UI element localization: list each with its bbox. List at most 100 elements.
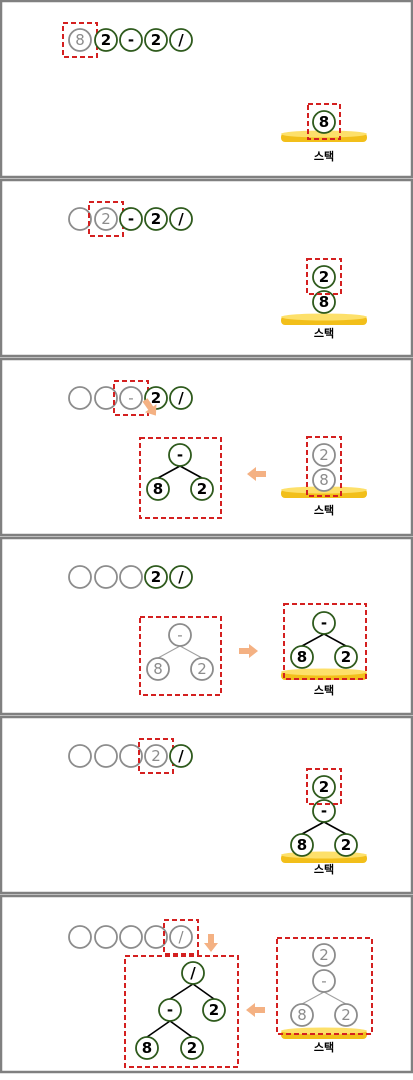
node-label: 8	[75, 31, 85, 49]
tree-root-node: -	[168, 623, 192, 647]
node-label: 2	[101, 31, 111, 49]
stack-push-box	[283, 603, 367, 680]
stack-base	[281, 668, 367, 680]
panel-frame	[0, 715, 413, 895]
node-circle	[68, 565, 92, 589]
node-circle	[169, 207, 193, 231]
node-circle	[119, 386, 143, 410]
stack-base-top	[281, 313, 367, 321]
arrow-left-icon	[247, 467, 266, 481]
token-2	[94, 386, 118, 410]
arrow-right-icon	[239, 644, 258, 658]
tree-edge	[323, 633, 347, 647]
node-circle	[312, 290, 336, 314]
node-circle	[312, 443, 336, 467]
stack-base-top	[281, 130, 367, 138]
node-circle	[68, 925, 92, 949]
panel-frame	[0, 536, 413, 716]
stack-base	[281, 130, 367, 142]
token-5: /	[169, 565, 193, 589]
node-circle	[146, 477, 170, 501]
token-3: -	[119, 207, 143, 231]
node-label: -	[177, 626, 182, 644]
token-1	[68, 207, 92, 231]
node-circle	[135, 1036, 159, 1060]
token-5: /	[169, 207, 193, 231]
stack-item: 2	[312, 265, 336, 289]
node-circle	[169, 28, 193, 52]
stack-label: 스택	[314, 683, 334, 697]
node-label: 8	[297, 1006, 307, 1024]
tree-edge	[179, 645, 203, 659]
node-label: 2	[209, 1001, 219, 1019]
stack-pop-box	[306, 436, 342, 497]
stack-label: 스택	[314, 149, 334, 163]
node-label: 2	[319, 946, 329, 964]
token-2: 2	[94, 207, 118, 231]
node-label: /	[178, 568, 184, 586]
tree-right-node: 2	[334, 645, 358, 669]
node-circle	[94, 925, 118, 949]
token-2	[94, 565, 118, 589]
arrow-left-icon	[246, 1003, 265, 1017]
node-label: 8	[153, 660, 163, 678]
node-circle	[290, 645, 314, 669]
tree-edge	[323, 821, 347, 835]
stack-base-top	[281, 668, 367, 676]
node-circle	[312, 468, 336, 492]
node-label: /	[178, 747, 184, 765]
node-label: 2	[341, 1006, 351, 1024]
tree-edge	[146, 1020, 171, 1038]
tree-edge	[169, 983, 194, 1000]
stack-item: 8	[312, 290, 336, 314]
node-label: 2	[197, 660, 207, 678]
token-4: 2	[144, 744, 168, 768]
node-label: -	[128, 31, 134, 49]
node-label: 8	[319, 471, 329, 489]
node-circle	[119, 28, 143, 52]
tree-edge	[157, 645, 181, 659]
node-circle	[119, 207, 143, 231]
node-circle	[158, 998, 182, 1022]
tree-right-node: 2	[190, 477, 214, 501]
node-circle	[169, 386, 193, 410]
node-label: -	[167, 1001, 173, 1019]
node-label: 2	[319, 268, 329, 286]
tree-edge	[301, 821, 325, 835]
node-label: 8	[142, 1039, 152, 1057]
tree-box	[124, 955, 239, 1068]
node-label: 2	[151, 747, 161, 765]
node-circle	[190, 657, 214, 681]
stack-label: 스택	[314, 1040, 334, 1054]
node-circle	[68, 28, 92, 52]
stack-base	[281, 1027, 367, 1039]
node-circle	[119, 565, 143, 589]
token-1: 8	[68, 28, 92, 52]
token-1	[68, 925, 92, 949]
node-circle	[202, 998, 226, 1022]
node-circle	[181, 961, 205, 985]
node-label: 8	[297, 648, 307, 666]
node-label: 8	[319, 293, 329, 311]
panel-frame	[0, 894, 413, 1074]
token-2	[94, 925, 118, 949]
node-label: -	[321, 972, 326, 990]
node-label: 2	[319, 446, 329, 464]
token-5: /	[169, 386, 193, 410]
arrow-diagonal-icon	[142, 398, 157, 416]
token-3	[119, 744, 143, 768]
node-label: 8	[319, 113, 329, 131]
node-circle	[334, 1003, 358, 1027]
node-label: 2	[101, 210, 111, 228]
node-label: 2	[151, 210, 161, 228]
node-circle	[290, 833, 314, 857]
tree-right-node: 2	[334, 1003, 358, 1027]
node-circle	[144, 565, 168, 589]
node-label: -	[177, 446, 183, 464]
tree-root-node: /	[181, 961, 205, 985]
node-label: 2	[187, 1039, 197, 1057]
token-3: -	[119, 386, 143, 410]
node-circle	[144, 744, 168, 768]
